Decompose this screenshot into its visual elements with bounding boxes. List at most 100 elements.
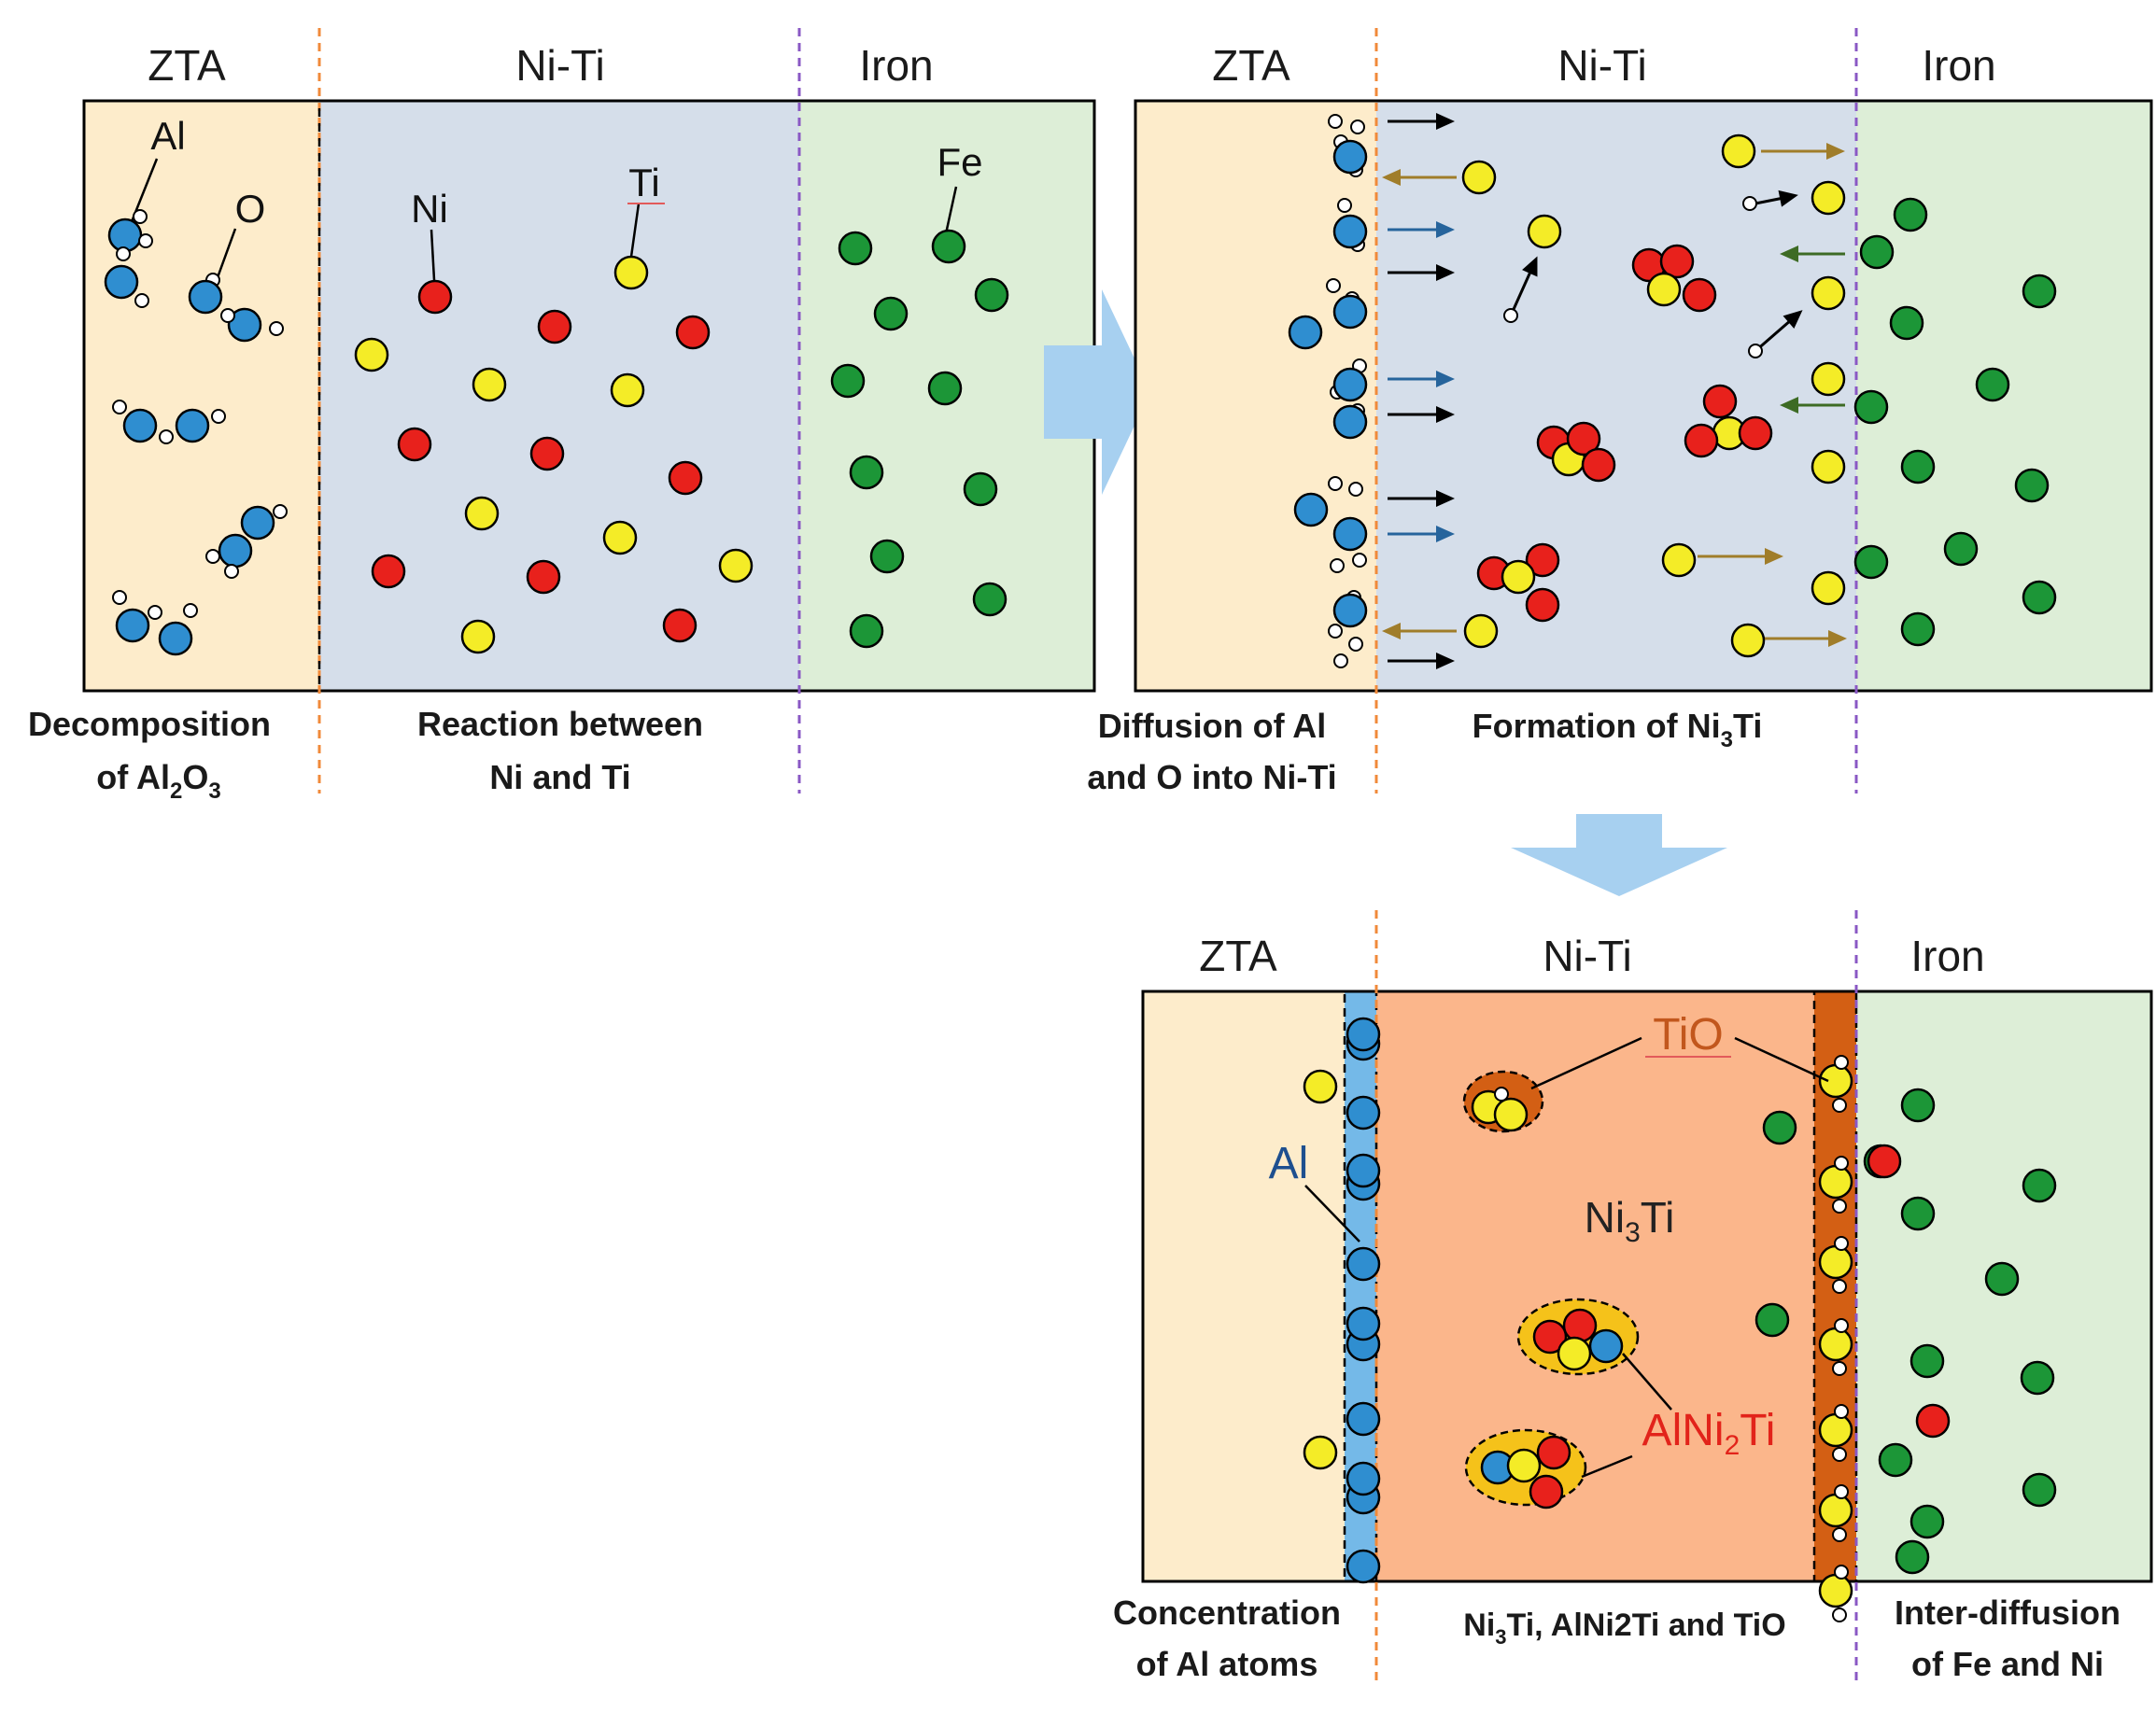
ti-atom xyxy=(718,548,754,583)
fe-atom xyxy=(931,229,966,264)
ti-back-arrow-head xyxy=(1382,169,1401,186)
fe-atom xyxy=(2022,1168,2057,1203)
ti-atom xyxy=(1461,160,1497,195)
o-atom xyxy=(1834,1236,1849,1251)
ni-atom xyxy=(1915,1403,1951,1439)
o-atom xyxy=(159,429,174,444)
o-diffusion-arrow-head xyxy=(1436,653,1455,669)
o-atom xyxy=(1832,1361,1847,1376)
ti-atom xyxy=(1818,1327,1853,1362)
fe-diffusion-arrow-head xyxy=(1780,246,1798,262)
al-atom xyxy=(1588,1328,1624,1364)
o-diffusion-arrow-head xyxy=(1436,264,1455,281)
ni-atom xyxy=(371,554,406,589)
fe-diffusion-arrow-head xyxy=(1780,397,1798,414)
big-arrow-down xyxy=(1511,814,1727,896)
o-atom xyxy=(1834,1055,1849,1070)
ti-atom xyxy=(1818,1063,1853,1099)
ni-atom xyxy=(537,309,572,344)
o-atom xyxy=(269,321,284,336)
fe-atom xyxy=(1909,1504,1945,1539)
ti-atom xyxy=(610,372,645,408)
ni-atom xyxy=(526,559,561,595)
o-atom xyxy=(1832,1527,1847,1542)
fe-atom xyxy=(2022,580,2057,615)
ni-atom xyxy=(662,608,698,643)
panel-3-caption-right-2: of Fe and Ni xyxy=(1911,1645,2104,1683)
panel-1-caption-middle-2: Ni and Ti xyxy=(489,758,630,796)
label-al: Al xyxy=(1269,1139,1309,1188)
fe-atom xyxy=(2022,274,2057,309)
o-atom xyxy=(1352,553,1367,568)
fe-atom xyxy=(1900,611,1936,647)
panel-2: ZTA Ni-Ti Iron Diffusion of Al and O int… xyxy=(1087,28,2153,796)
al-diffusion-arrow-head xyxy=(1436,526,1455,542)
ti-atom xyxy=(1501,559,1536,595)
o-atom xyxy=(138,233,153,248)
al-atom xyxy=(1288,315,1323,350)
ti-atom xyxy=(354,337,389,372)
al-atom xyxy=(218,533,253,569)
o-atom xyxy=(1832,1608,1847,1622)
ti-atom xyxy=(1527,214,1562,249)
panel-2-caption-left-1: Diffusion of Al xyxy=(1098,707,1327,745)
ti-diffusion-arrow-head xyxy=(1828,630,1847,647)
o-atom xyxy=(1834,1565,1849,1580)
ni-atom xyxy=(1532,1319,1568,1355)
panel-3-caption-left-1: Concentration xyxy=(1113,1594,1341,1632)
al-atom xyxy=(1346,1095,1381,1130)
ni-atom xyxy=(1684,423,1719,458)
o-atom xyxy=(1742,196,1757,211)
leader-o xyxy=(215,228,237,281)
fe-atom xyxy=(963,471,998,507)
leader-alni2ti-1 xyxy=(1622,1353,1672,1411)
al-atom xyxy=(1346,1246,1381,1282)
ti-atom xyxy=(1303,1069,1338,1104)
al-atom xyxy=(1332,593,1368,628)
atom-label-o: O xyxy=(235,187,266,231)
o-diffusion-arrow-head xyxy=(1522,256,1538,277)
panel-3-header-iron: Iron xyxy=(1910,932,1984,980)
panel-3-zta-region xyxy=(1143,991,1376,1581)
al-atom xyxy=(1346,1306,1381,1341)
o-atom xyxy=(1832,1098,1847,1113)
panel-2-niti-region xyxy=(1376,101,1856,691)
al-atom xyxy=(1346,1017,1381,1052)
fe-atom xyxy=(972,582,1008,617)
fe-atom xyxy=(1895,1539,1930,1575)
al-atom xyxy=(1332,367,1368,402)
o-atom xyxy=(1834,1484,1849,1499)
ni-atom xyxy=(1867,1144,1902,1179)
fe-atom xyxy=(2020,1360,2055,1396)
atom-label-ti: Ti xyxy=(628,161,659,204)
o-atom xyxy=(148,605,162,620)
o-atom xyxy=(224,564,239,579)
o-atom xyxy=(1832,1279,1847,1294)
fe-atom xyxy=(873,296,909,331)
ti-atom xyxy=(1811,570,1846,606)
ni-atom xyxy=(1566,421,1601,456)
fe-atom xyxy=(1859,234,1895,270)
o-atom xyxy=(1328,114,1343,129)
o-atom xyxy=(211,409,226,424)
ti-atom xyxy=(1811,361,1846,397)
ti-atom xyxy=(1646,272,1682,307)
o-diffusion-arrow-head xyxy=(1783,310,1803,329)
panel-2-frame xyxy=(1134,99,2153,693)
o-atom xyxy=(1832,1447,1847,1462)
o-diffusion-arrow-head xyxy=(1436,490,1455,507)
panel-1-caption-middle-1: Reaction between xyxy=(417,705,703,743)
ni-atom xyxy=(529,436,565,471)
fe-atom xyxy=(974,277,1009,313)
label-tio: TiO xyxy=(1653,1010,1724,1060)
fe-atom xyxy=(1889,305,1924,341)
ti-atom xyxy=(460,619,496,654)
label-ni3ti: Ni3Ti xyxy=(1585,1193,1675,1248)
fe-atom xyxy=(1762,1110,1797,1145)
fe-atom xyxy=(849,613,884,649)
al-atom xyxy=(158,621,193,656)
atom-label-al: Al xyxy=(150,114,185,158)
panel-1-caption-left-2: of Al2O3 xyxy=(96,758,220,804)
o-atom xyxy=(1494,1087,1509,1102)
